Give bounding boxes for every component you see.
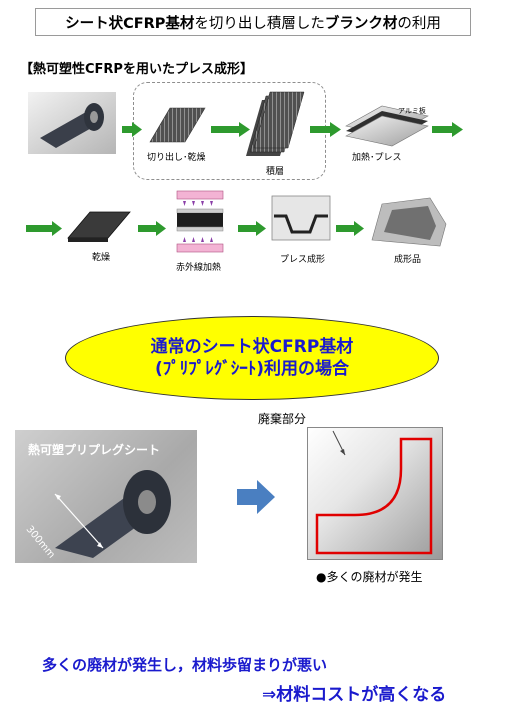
arrow-2 xyxy=(211,122,250,137)
waste-label: 廃棄部分 xyxy=(258,412,307,426)
arrow-7 xyxy=(238,221,266,236)
page-title: シート状CFRP基材 を切り出し積層した ブランク材 の利用 xyxy=(35,8,471,36)
title-part-2: を切り出し積層した xyxy=(194,15,325,32)
title-part-4: の利用 xyxy=(397,15,441,32)
label-dry: 乾燥 xyxy=(92,253,111,263)
waste-panel-outline xyxy=(315,430,433,555)
label-product: 成形品 xyxy=(394,255,422,265)
label-press-forming: プレス成形 xyxy=(280,255,326,265)
waste-panel xyxy=(307,427,443,560)
label-aluminum-plate: アルミ板 xyxy=(398,107,426,115)
prepreg-sheet-label: 熱可塑プリプレグシート xyxy=(28,443,161,457)
label-heat-press: 加熱･プレス xyxy=(352,153,402,163)
callout-line-1: 通常のシート状CFRP基材 xyxy=(150,337,354,357)
label-stack: 積層 xyxy=(266,167,285,177)
title-part-3: ブランク材 xyxy=(324,15,398,32)
section-label: 【熱可塑性CFRPを用いたプレス成形】 xyxy=(20,62,253,77)
arrow-8 xyxy=(336,221,364,236)
label-infrared-heating: 赤外線加熱 xyxy=(176,263,222,273)
press-mold-icon xyxy=(271,195,331,241)
waste-note: ●多くの廃材が発生 xyxy=(316,570,423,584)
aluminum-press-icon xyxy=(345,105,429,147)
stacked-layers-icon xyxy=(246,91,305,156)
title-part-1: シート状CFRP基材 xyxy=(65,15,195,32)
prepreg-sheet-graphic xyxy=(54,470,171,558)
arrow-6 xyxy=(138,221,166,236)
cut-sheet-icon xyxy=(149,107,206,143)
callout-ellipse: 通常のシート状CFRP基材 (ﾌﾟﾘﾌﾟﾚｸﾞｼｰﾄ)利用の場合 xyxy=(65,316,439,400)
arrow-3 xyxy=(310,122,341,137)
dried-plate-icon xyxy=(67,211,131,242)
arrow-1 xyxy=(122,122,142,137)
arrow-4 xyxy=(432,122,463,137)
conclusion-line-1: 多くの廃材が発生し，材料歩留まりが悪い xyxy=(42,656,328,674)
prepreg-roll-photo xyxy=(28,92,116,154)
callout-line-2: (ﾌﾟﾘﾌﾟﾚｸﾞｼｰﾄ)利用の場合 xyxy=(154,359,350,379)
arrow-5 xyxy=(26,221,62,236)
label-cut-dry: 切り出し･乾燥 xyxy=(147,153,206,163)
infrared-heater-icon xyxy=(176,190,224,253)
formed-product-photo xyxy=(371,197,447,247)
process-diagram xyxy=(26,91,463,253)
conclusion-line-2: ⇒材料コストが高くなる xyxy=(262,685,447,705)
blue-arrow xyxy=(237,480,275,514)
